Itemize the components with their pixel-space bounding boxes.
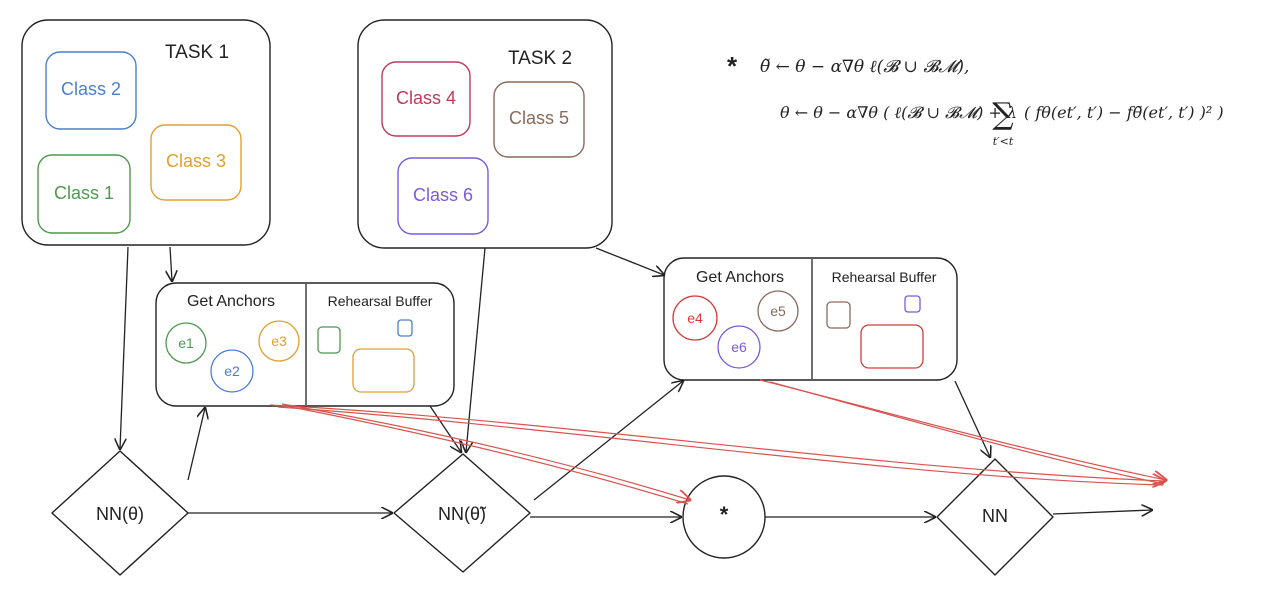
buffer-1-title: Rehearsal Buffer [328,293,433,309]
class-4-label: Class 4 [396,88,456,108]
anchors-box-1: Get Anchors Rehearsal Buffer e1 e2 e3 [155,282,455,407]
task1-title: TASK 1 [165,42,229,63]
equation-line-1: θ̃ ← θ − α∇θ ℓ(𝓑 ∪ 𝓑𝓜), [760,57,969,77]
edge-task2-to-nn-theta-tilde [466,247,486,452]
svg-text:NN(θ): NN(θ) [96,504,144,524]
node-nn-theta: NN(θ) [51,450,189,576]
buffer-2-sample-red [860,324,924,369]
edge-nn-output [1052,510,1152,514]
embedding-e4: e4 [672,295,718,341]
edges-red [269,379,1166,505]
svg-text:NN(θ̃): NN(θ̃) [438,504,487,524]
svg-text:e4: e4 [687,310,703,326]
class-3-label: Class 3 [166,151,226,171]
buffer-1-sample-blue [397,319,413,337]
class-6-box: Class 6 [397,157,489,235]
class-5-label: Class 5 [509,108,569,128]
buffer-2-sample-purple [904,295,921,313]
edge-anchors2-to-output-2 [769,381,1165,485]
embedding-e2: e2 [210,349,254,393]
buffer-2-title: Rehearsal Buffer [832,269,937,285]
equation-block: * θ̃ ← θ − α∇θ ℓ(𝓑 ∪ 𝓑𝓜), θ ← θ − α∇θ ( … [727,51,1224,148]
class-5-box: Class 5 [493,81,585,158]
edge-task1-to-anchors1 [170,246,172,281]
buffer-1-sample-orange [352,348,415,393]
svg-text:e6: e6 [731,339,747,355]
edge-nn-theta-to-anchors1 [187,408,205,481]
edge-anchors1-to-output-2 [277,406,1164,486]
edge-anchors1-to-nn-theta-tilde [429,405,461,452]
node-nn-theta-tilde: NN(θ̃) [393,453,531,573]
class-4-box: Class 4 [381,61,471,137]
equation-line-2-tail: ( fθ(et′, t′) − fθ̃(et′, t′) )² ) [1024,103,1224,122]
anchors-box-2: Get Anchors Rehearsal Buffer e4 e5 e6 [663,257,958,381]
buffer-1-sample-green [317,326,341,354]
svg-text:NN: NN [982,506,1008,526]
edge-anchors1-to-star [281,403,690,500]
edge-anchors1-to-output [269,404,1165,481]
edge-anchors2-to-nn [954,380,990,457]
equation-sum-subscript: t′<t [993,135,1014,148]
buffer-2-sample-brown [826,301,851,329]
class-1-box: Class 1 [37,154,131,234]
equation-marker: * [727,51,738,81]
class-2-label: Class 2 [61,79,121,99]
anchors-1-title: Get Anchors [187,293,275,310]
edge-nn-theta-tilde-to-anchors2 [533,381,683,501]
edge-task1-to-nn-theta [120,246,129,449]
equation-line-2-head: θ ← θ − α∇θ ( ℓ(𝓑 ∪ 𝓑𝓜) + λ [780,103,1017,122]
edge-task2-to-anchors2 [595,247,664,275]
edges-black [120,246,1152,517]
svg-text:e5: e5 [770,303,786,319]
embedding-e3: e3 [258,320,300,362]
task2-title: TASK 2 [508,48,572,69]
svg-text:e3: e3 [271,333,287,349]
edge-anchors2-to-output [759,379,1166,480]
class-6-label: Class 6 [413,185,473,205]
svg-text:e2: e2 [224,363,240,379]
task1-box: TASK 1 Class 2 Class 3 Class 1 [21,19,271,246]
class-3-box: Class 3 [150,124,242,201]
embedding-e6: e6 [717,325,761,369]
anchors-2-title: Get Anchors [696,269,784,286]
embedding-e5: e5 [757,290,799,332]
equation-sum-symbol: ∑ [992,97,1014,132]
embedding-e1: e1 [165,322,207,364]
task2-box: TASK 2 Class 4 Class 5 Class 6 [357,19,613,249]
node-star: * [682,475,766,559]
node-nn: NN [936,458,1054,576]
svg-text:*: * [720,502,729,527]
edge-anchors1-to-star-2 [285,405,689,505]
svg-text:e1: e1 [178,335,194,351]
class-2-box: Class 2 [45,51,137,130]
class-1-label: Class 1 [54,183,114,203]
